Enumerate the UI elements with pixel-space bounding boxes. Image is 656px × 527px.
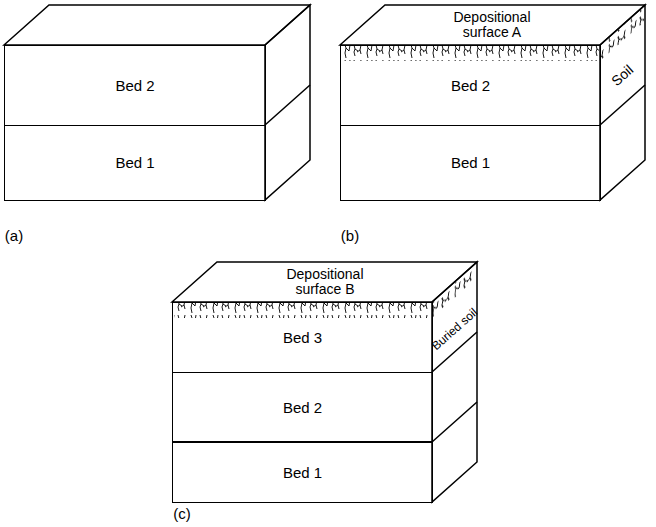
soil-roots [342,46,599,61]
bed-label: Bed 3 [283,329,322,346]
soil-roots [601,7,644,60]
bed-label: Bed 2 [283,399,322,416]
soil-label: Soil [609,62,637,89]
bed-face: Bed 1 [172,441,433,503]
bed-label: Bed 2 [451,77,490,94]
surface-label: Depositional surface A [432,10,552,41]
bed-boundary [432,402,477,442]
panel-letter: (a) [5,228,23,245]
bed-face: Bed 1 [340,125,601,202]
bed-boundary [600,85,645,125]
soil-roots [174,303,431,318]
bed-label: Bed 1 [115,154,154,171]
bed-face: Bed 3 [172,302,433,373]
side-face [600,5,645,200]
bed-label: Bed 1 [451,154,490,171]
bed-face: Bed 2 [172,372,433,443]
bed-face: Bed 2 [340,45,601,126]
bed-boundary [265,85,310,125]
top-face [172,262,477,302]
top-face [340,5,645,45]
panel-letter: (c) [173,506,191,523]
panel-letter: (b) [341,228,359,245]
soil-label: Buried soil [430,306,481,353]
bed-face: Bed 1 [4,125,266,202]
surface-label: Depositional surface B [265,267,385,298]
bed-face: Bed 2 [4,45,266,126]
bed-label: Bed 1 [283,464,322,481]
top-face [4,5,310,45]
bed-label: Bed 2 [115,77,154,94]
side-face [265,5,310,200]
side-face [432,262,477,502]
